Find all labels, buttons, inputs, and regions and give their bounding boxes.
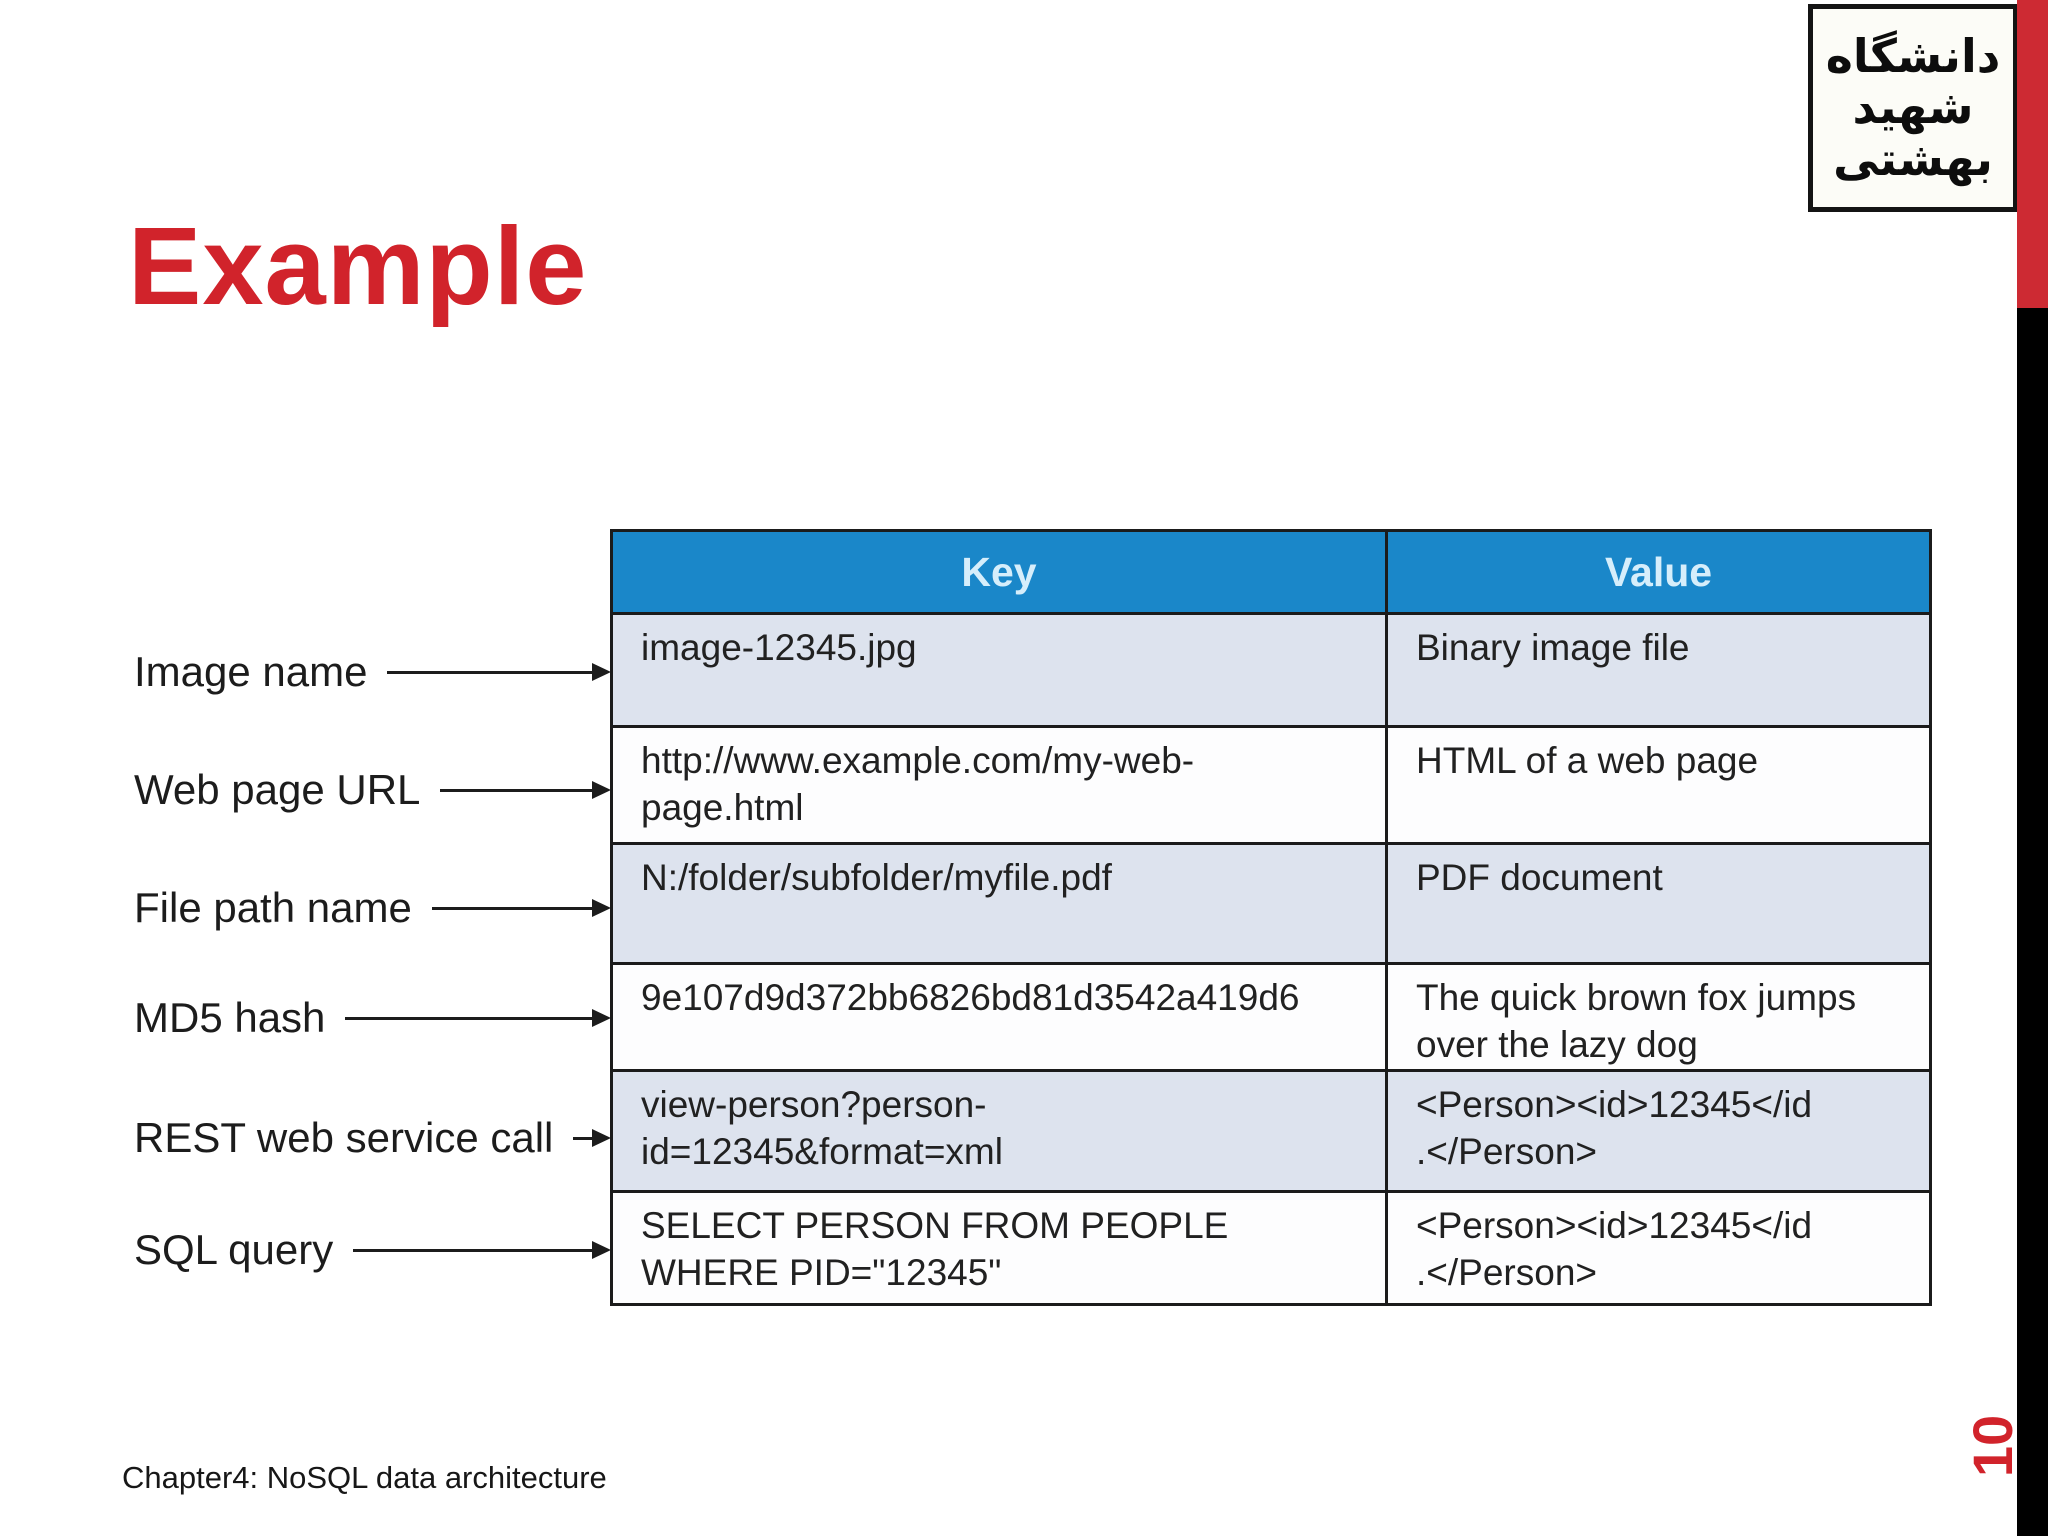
value-cell: The quick brown fox jumps over the lazy …	[1385, 962, 1932, 1072]
column-header-key: Key	[610, 529, 1388, 615]
annotation-file-path-name: File path name	[134, 878, 611, 938]
key-value-table: Key Value image-12345.jpg Binary image f…	[610, 529, 1932, 1306]
annotation-label: REST web service call	[134, 1114, 554, 1161]
value-cell: HTML of a web page	[1385, 725, 1932, 845]
right-arrow-icon	[353, 1241, 611, 1259]
annotation-label: Web page URL	[134, 766, 421, 813]
annotation-label: MD5 hash	[134, 994, 326, 1041]
right-edge-black-bar	[2017, 308, 2048, 1536]
right-arrow-icon	[431, 899, 611, 917]
value-cell: Binary image file	[1385, 612, 1932, 728]
table-row: view-person?person- id=12345&format=xml …	[610, 1068, 1932, 1193]
table-row: 9e107d9d372bb6826bd81d3542a419d6 The qui…	[610, 962, 1932, 1072]
logo-calligraphy-line: بهشتی	[1833, 131, 1993, 186]
annotation-sql-query: SQL query	[134, 1220, 611, 1280]
table-row: image-12345.jpg Binary image file	[610, 612, 1932, 728]
right-arrow-icon	[440, 781, 611, 799]
right-arrow-icon	[387, 663, 611, 681]
annotation-image-name: Image name	[134, 642, 611, 702]
annotation-rest-web-service-call: REST web service call	[134, 1108, 611, 1168]
right-arrow-icon	[345, 1009, 611, 1027]
key-cell: http://www.example.com/my-web- page.html	[610, 725, 1388, 845]
logo-calligraphy-line: شهید	[1852, 80, 1974, 135]
page-number: 10	[1960, 1414, 2024, 1478]
key-cell: SELECT PERSON FROM PEOPLE WHERE PID="123…	[610, 1189, 1388, 1306]
key-cell: view-person?person- id=12345&format=xml	[610, 1068, 1388, 1193]
slide-title: Example	[128, 205, 588, 328]
footer-chapter-text: Chapter4: NoSQL data architecture	[122, 1460, 607, 1495]
annotation-md5-hash: MD5 hash	[134, 988, 611, 1048]
right-arrow-icon	[573, 1129, 611, 1147]
key-cell: N:/folder/subfolder/myfile.pdf	[610, 842, 1388, 965]
annotation-web-page-url: Web page URL	[134, 760, 611, 820]
table-row: SELECT PERSON FROM PEOPLE WHERE PID="123…	[610, 1189, 1932, 1306]
key-cell: 9e107d9d372bb6826bd81d3542a419d6	[610, 962, 1388, 1072]
value-cell: <Person><id>12345</id .</Person>	[1385, 1068, 1932, 1193]
annotation-label: File path name	[134, 884, 412, 931]
column-header-value: Value	[1385, 529, 1932, 615]
table-row: http://www.example.com/my-web- page.html…	[610, 725, 1932, 845]
key-cell: image-12345.jpg	[610, 612, 1388, 728]
value-cell: PDF document	[1385, 842, 1932, 965]
logo-calligraphy-line: دانشگاه	[1825, 28, 2001, 83]
annotation-label: Image name	[134, 648, 368, 695]
value-cell: <Person><id>12345</id .</Person>	[1385, 1189, 1932, 1306]
table-row: N:/folder/subfolder/myfile.pdf PDF docum…	[610, 842, 1932, 965]
right-edge-red-bar	[2017, 0, 2048, 308]
annotation-label: SQL query	[134, 1226, 334, 1273]
university-logo: دانشگاه شهید بهشتی	[1808, 4, 2018, 212]
table-header-row: Key Value	[610, 529, 1932, 615]
